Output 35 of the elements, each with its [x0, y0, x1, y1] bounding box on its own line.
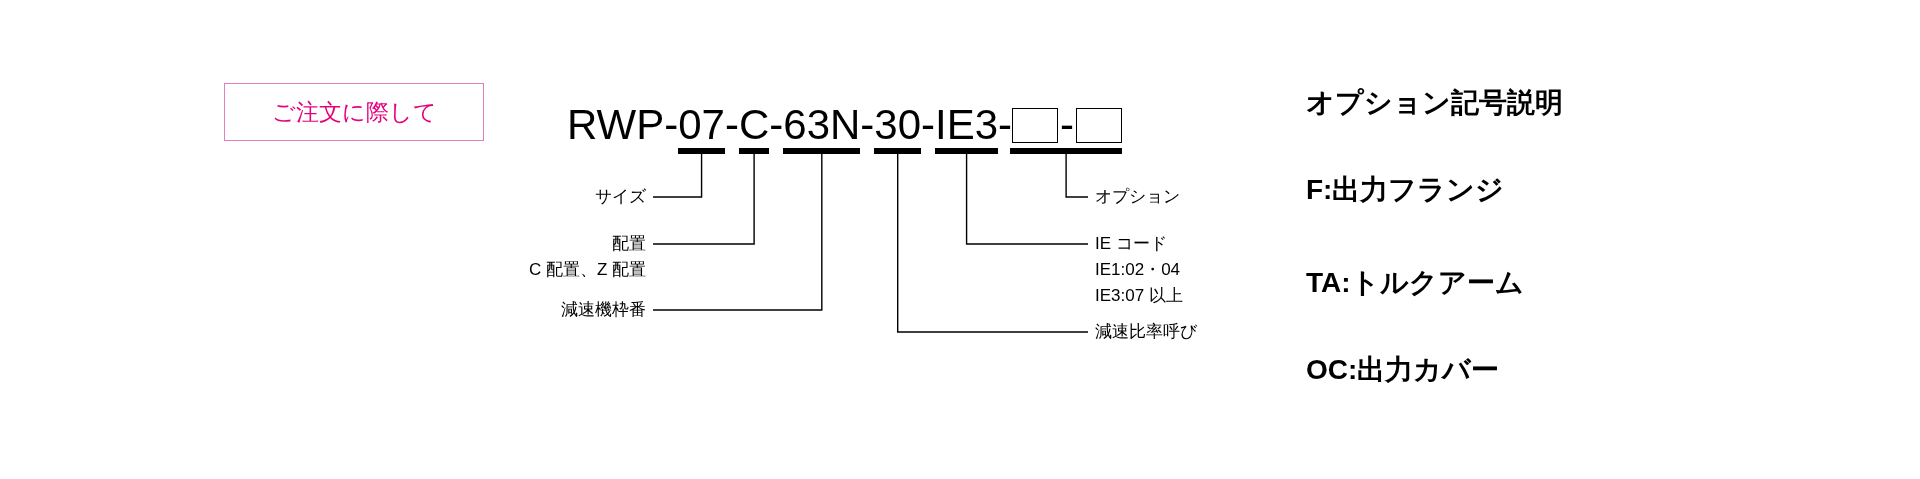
code-hyphen: -	[998, 104, 1013, 146]
callout-note: IE3:07 以上	[1095, 285, 1183, 307]
code-hyphen: -	[860, 104, 875, 146]
leader-line	[652, 153, 823, 311]
callout-label: IE コード	[1095, 233, 1167, 255]
option-list-heading: オプション記号説明	[1306, 86, 1563, 120]
option-code-entry: OC:出力カバー	[1306, 353, 1500, 387]
code-segment: 63N	[783, 104, 861, 154]
code-text: RWP-	[567, 104, 679, 146]
code-hyphen: -	[921, 104, 936, 146]
section-heading: ご注文に際して	[224, 83, 484, 141]
callout-label: 配置	[612, 233, 646, 255]
leader-line	[1065, 153, 1089, 198]
empty-code-box	[1076, 108, 1123, 143]
code-hyphen: -	[724, 104, 739, 146]
leader-line	[652, 153, 755, 245]
code-hyphen: -	[1060, 104, 1075, 146]
code-segment: 07	[678, 104, 725, 154]
code-segment: IE3	[935, 104, 999, 154]
callout-label: 減速比率呼び	[1095, 321, 1197, 343]
leader-line	[652, 153, 703, 198]
option-code-entry: TA:トルクアーム	[1306, 266, 1524, 300]
callout-note: IE1:02・04	[1095, 259, 1181, 281]
underline-bar	[1010, 148, 1123, 154]
code-hyphen: -	[769, 104, 784, 146]
leader-line	[897, 153, 1089, 333]
option-code-entry: F:出力フランジ	[1306, 173, 1505, 207]
empty-code-box	[1012, 108, 1059, 143]
callout-note: C 配置、Z 配置	[528, 259, 646, 281]
callout-label: オプション	[1095, 186, 1180, 208]
code-segment: 30	[874, 104, 922, 154]
callout-label: 減速機枠番	[561, 299, 646, 321]
callout-label: サイズ	[595, 186, 646, 208]
leader-line	[965, 153, 1089, 245]
code-segment: C	[738, 104, 770, 154]
